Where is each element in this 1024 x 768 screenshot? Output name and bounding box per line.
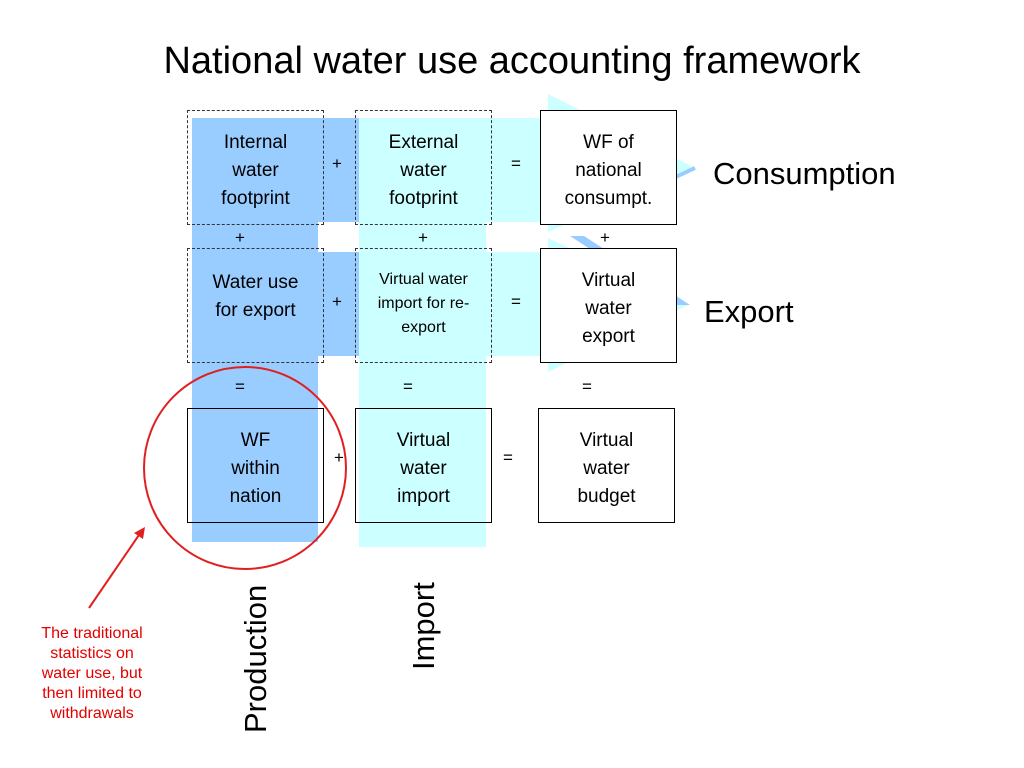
virtual-water-budget-cell: Virtual water budget <box>538 408 675 523</box>
page-title: National water use accounting framework <box>163 40 861 82</box>
col3-equals-operator: = <box>582 377 592 396</box>
internal-water-footprint-cell: Internal water footprint <box>187 110 324 225</box>
cell-label: WF of national consumpt. <box>564 132 653 209</box>
production-band <box>192 118 318 542</box>
col3-plus-operator: + <box>600 228 610 247</box>
cell-label: Internal water footprint <box>221 132 290 209</box>
virtual-water-export-cell: Virtual water export <box>540 248 677 363</box>
col2-equals-operator: = <box>403 377 413 396</box>
row2-equals-operator: = <box>511 292 521 311</box>
water-use-for-export-cell: Water use for export <box>187 248 324 363</box>
row3-equals-operator: = <box>503 448 513 467</box>
virtual-water-import-reexport-cell: Virtual water import for re- export <box>355 248 492 363</box>
cell-label: Virtual water import <box>396 430 451 507</box>
external-water-footprint-cell: External water footprint <box>355 110 492 225</box>
col2-plus-operator: + <box>418 228 428 247</box>
row1-plus-operator: + <box>332 154 342 173</box>
highlight-circle <box>143 366 347 570</box>
annotation-arrow-head <box>134 527 145 539</box>
consumption-connector-band <box>318 118 359 222</box>
annotation-arrow-line <box>88 531 142 609</box>
cell-label: Virtual water budget <box>577 430 636 507</box>
cell-label: Water use for export <box>212 272 299 321</box>
export-connector-band <box>318 252 359 356</box>
row2-plus-operator: + <box>332 292 342 311</box>
import-band <box>359 118 486 547</box>
traditional-statistics-annotation: The traditional statistics on water use,… <box>41 625 143 722</box>
export-label: Export <box>704 294 794 329</box>
row3-plus-operator: + <box>334 448 344 467</box>
production-column-label: Production <box>238 584 273 733</box>
wf-within-nation-cell: WF within nation <box>187 408 324 523</box>
cell-label: WF within nation <box>229 430 282 507</box>
row1-equals-operator: = <box>511 154 521 173</box>
cell-label: Virtual water export <box>581 270 636 347</box>
cell-label: Virtual water import for re- export <box>377 271 470 336</box>
import-column-label: Import <box>406 582 441 670</box>
col1-plus-operator: + <box>235 228 245 247</box>
col1-equals-operator: = <box>235 377 245 396</box>
wf-national-consumption-cell: WF of national consumpt. <box>540 110 677 225</box>
consumption-label: Consumption <box>713 156 896 191</box>
cell-label: External water footprint <box>388 132 459 209</box>
virtual-water-import-cell: Virtual water import <box>355 408 492 523</box>
